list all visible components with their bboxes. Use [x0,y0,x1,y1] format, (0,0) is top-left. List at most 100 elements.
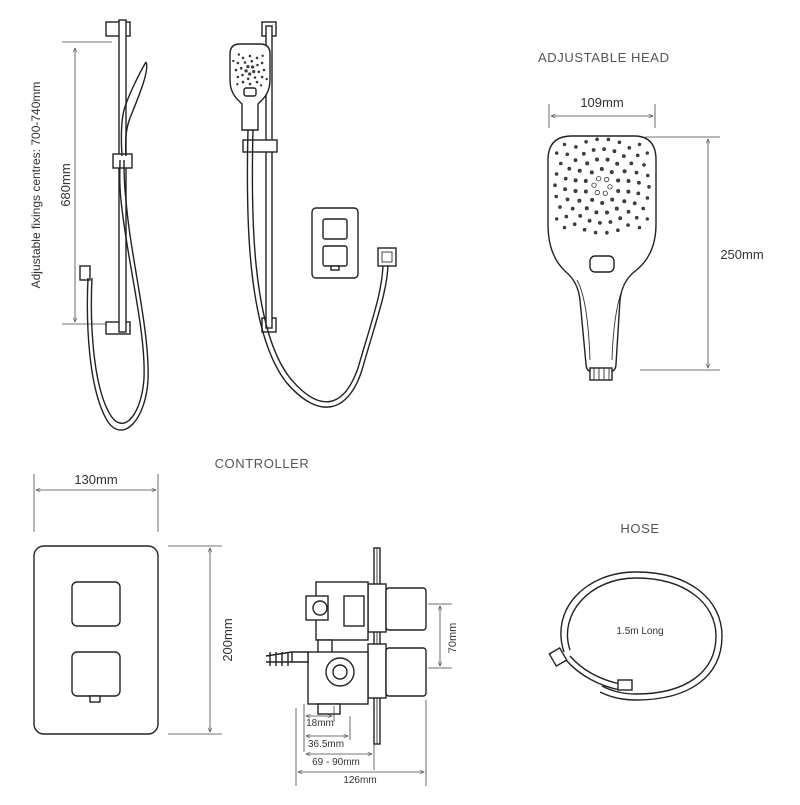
nozzle-dot [616,228,620,233]
nozzle-dot [244,69,248,73]
nozzle-dot [645,217,649,221]
nozzle-dot [577,198,582,203]
nozzle-dot [634,215,639,220]
nozzle-dot [255,80,259,84]
rail-height-label: 680mm [58,163,73,206]
nozzle-dot [594,210,599,215]
front-wall-outlet [377,247,397,267]
hose-title: HOSE [620,521,659,536]
nozzle-dot [562,225,567,230]
adjustable-head-section: ADJUSTABLE HEAD 109mm 250mm [538,50,764,381]
nozzle-dot [626,189,631,194]
nozzle-dot [554,172,559,176]
handset-side-outline [124,61,148,157]
nozzle-dot [567,166,572,171]
nozzle-dot [577,168,582,173]
front-controller-tab [330,265,340,271]
handset-side-outline-inner [120,61,147,157]
head-height-label: 250mm [720,247,763,262]
valve-lower-thread [367,643,387,699]
nozzle-dot [591,148,596,152]
nozzle-dot [252,70,256,74]
nozzle-dot [595,157,600,162]
front-wall-outlet-inner [381,251,393,263]
nozzle-dot [255,56,259,60]
nozzle-dot [599,166,604,171]
nozzle-dot [248,82,252,86]
hose-section: HOSE 1.5m Long [548,521,723,701]
valve-dim-365-label: 36.5mm [308,739,344,750]
nozzle-dot [573,188,578,193]
nozzle-dot [558,205,562,209]
front-handset [229,43,271,131]
nozzle-dot [641,206,645,211]
valve-knob-lower [385,647,427,697]
nozzle-dot [573,178,578,183]
rail-pole [118,19,127,333]
nozzle-dot [626,178,631,183]
nozzle-dot [607,184,613,190]
nozzle-dot [564,214,569,219]
nozzle-dot [248,72,252,76]
nozzle-dot [622,169,627,174]
nozzle-dot [587,218,592,223]
nozzle-dot [604,176,610,183]
valve-upper-port-circle [312,600,328,616]
valve-upper-cartridge [343,595,365,627]
nozzle-dot [590,197,595,202]
nozzle-dot [241,56,245,60]
nozzle-dot [570,206,575,211]
nozzle-dot [246,77,250,81]
nozzle-dot [612,149,617,154]
nozzle-dot [241,80,245,84]
nozzle-dot [593,230,598,235]
nozzle-dot [555,217,559,221]
front-handset-button [243,87,257,97]
nozzle-dot [260,75,264,79]
nozzle-dot [622,199,627,204]
nozzle-dot [600,200,605,205]
front-handset-nozzles [232,53,268,87]
controller-knob-top [71,581,121,627]
nozzle-dot [626,223,630,227]
nozzle-dot [645,151,649,155]
nozzle-dot [615,161,620,166]
nozzle-dot [573,158,578,163]
nozzle-dot [262,68,266,72]
nozzle-dot [585,161,590,166]
hose-coil-outer [560,571,723,701]
nozzle-dot [558,161,563,166]
nozzle-dot [578,213,583,218]
hose-coil-inner [566,577,717,695]
nozzle-dot [584,140,588,144]
nozzle-dot [614,206,619,211]
nozzle-dot [565,197,570,202]
valve-lower-port [332,664,348,680]
nozzle-dot [605,157,610,162]
front-controller-knob-bottom [322,245,348,267]
nozzle-dot [563,176,568,181]
nozzle-dot [591,182,597,188]
nozzle-dot [598,220,602,225]
nozzle-dot [602,147,606,152]
nozzle-dot [616,188,621,193]
nozzle-dot [595,137,599,142]
front-rail-slider [242,139,278,153]
valve-upper-thread [367,583,387,633]
nozzle-dot [582,227,587,232]
nozzle-dot [606,137,611,142]
valve-spacing-label: 70mm [447,623,459,654]
nozzle-dot [232,59,235,63]
nozzle-dot [248,54,252,58]
controller-title: CONTROLLER [215,456,310,471]
nozzle-dot [251,65,255,69]
nozzle-dot [236,75,240,79]
controller-width-label: 130mm [74,472,117,487]
nozzle-dot [645,196,650,200]
nozzle-dot [562,142,567,147]
nozzle-dot [239,66,243,70]
front-hose-inner [251,129,384,403]
nozzle-dot [261,54,264,58]
hose-end-connector-right [617,679,633,691]
